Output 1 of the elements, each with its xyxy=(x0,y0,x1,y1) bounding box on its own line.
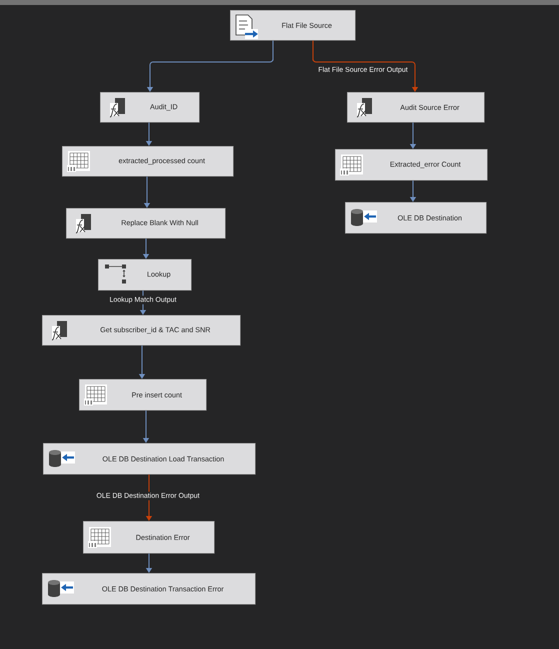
arrow xyxy=(312,40,418,92)
